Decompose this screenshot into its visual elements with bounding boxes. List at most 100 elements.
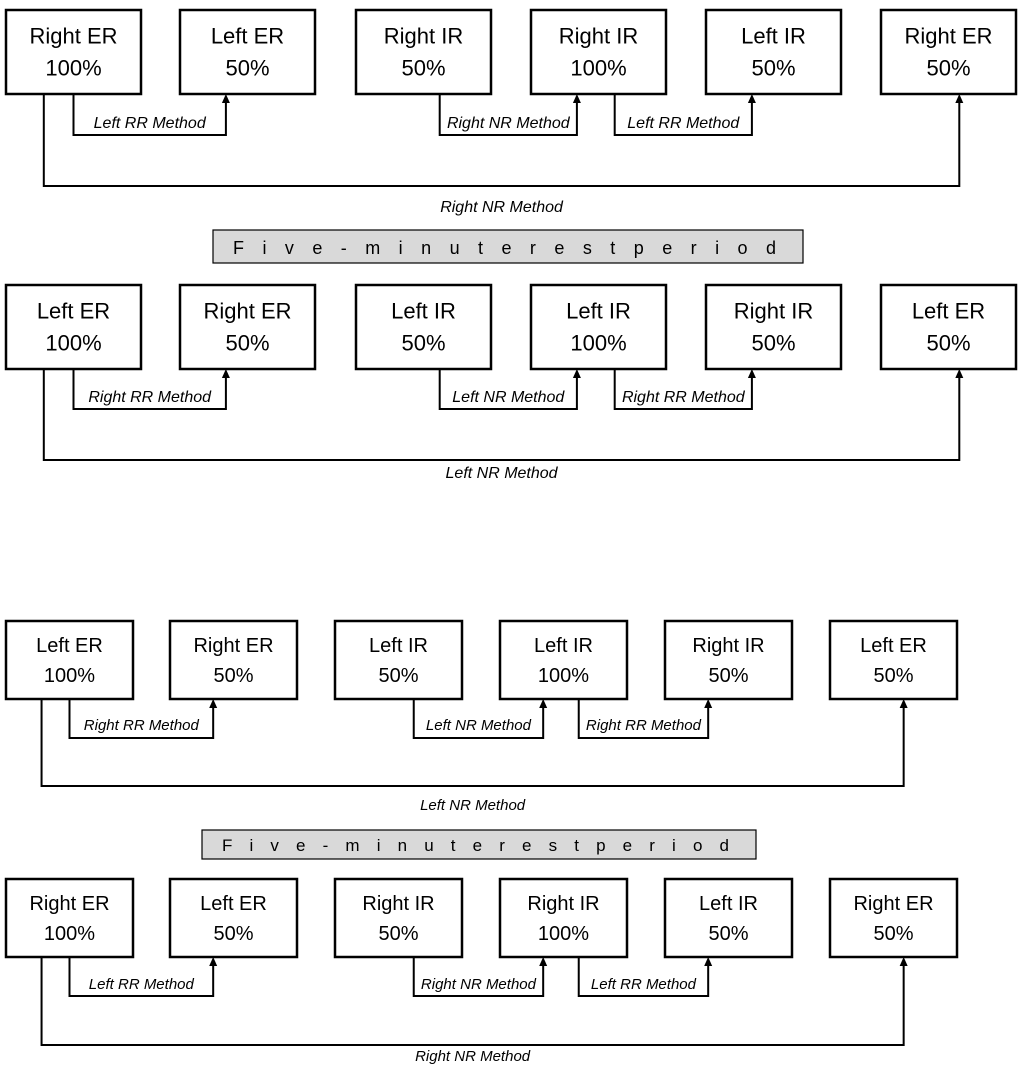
method-label: Left NR Method	[452, 389, 565, 406]
connector-line	[40, 699, 905, 787]
condition-box-line2: 50%	[926, 331, 970, 356]
connector-line	[577, 699, 710, 739]
condition-box-line2: 50%	[926, 56, 970, 81]
method-label: Left NR Method	[426, 717, 532, 734]
short-method-connector: Right RR Method	[577, 699, 713, 739]
method-label: Right RR Method	[88, 389, 212, 406]
connector-line	[438, 94, 578, 136]
condition-box-line2: 100%	[570, 56, 626, 81]
condition-box-border	[498, 619, 629, 701]
short-method-connector: Right NR Method	[438, 94, 581, 136]
method-label: Right NR Method	[447, 115, 571, 132]
short-method-connector: Right RR Method	[68, 699, 218, 739]
connector-line	[577, 957, 710, 997]
condition-box-line1: Right ER	[203, 299, 291, 324]
condition-box-line1: Left ER	[860, 635, 927, 657]
method-label: Left NR Method	[420, 797, 526, 814]
condition-box-line2: 50%	[378, 665, 418, 687]
condition-box-border	[828, 877, 959, 959]
condition-box-line1: Left IR	[566, 299, 631, 324]
condition-box-line1: Right IR	[362, 893, 434, 915]
arrowhead	[955, 369, 964, 378]
condition-box-line2: 100%	[44, 665, 95, 687]
condition-box-border	[828, 619, 959, 701]
condition-box-border	[704, 8, 843, 96]
connector-line	[72, 94, 227, 136]
condition-box-border	[333, 619, 464, 701]
rest-period-label: F i v e - m i n u t e r e s t p e r i o …	[233, 238, 783, 258]
connector-line	[40, 957, 905, 1046]
arrowhead	[899, 957, 908, 966]
condition-box-line1: Left ER	[912, 299, 985, 324]
condition-box-line2: 100%	[44, 923, 95, 945]
condition-box: Left ER 50%	[879, 283, 1018, 371]
condition-box-border	[333, 877, 464, 959]
condition-box-line1: Left ER	[36, 635, 103, 657]
condition-box-border	[879, 283, 1018, 371]
connector-line	[613, 94, 753, 136]
condition-box-line1: Left ER	[37, 299, 110, 324]
condition-box-line2: 100%	[45, 56, 101, 81]
connector-line	[412, 957, 545, 997]
condition-box-line1: Right IR	[692, 635, 764, 657]
condition-box-line1: Right IR	[734, 299, 813, 324]
condition-box: Left ER 100%	[4, 619, 135, 701]
short-method-connector: Left RR Method	[577, 957, 713, 997]
condition-box-line2: 50%	[751, 56, 795, 81]
condition-box-border	[168, 877, 299, 959]
method-label: Right NR Method	[440, 199, 564, 216]
condition-box-border	[529, 8, 668, 96]
long-method-connector: Left NR Method	[40, 699, 908, 814]
condition-box-line1: Left IR	[534, 635, 593, 657]
rest-period-box	[201, 829, 757, 860]
long-method-connector: Right NR Method	[42, 94, 964, 216]
condition-box-line1: Right IR	[559, 24, 638, 49]
arrowhead	[572, 94, 581, 103]
condition-box-line2: 50%	[401, 56, 445, 81]
condition-box: Left ER 50%	[178, 8, 317, 96]
connector-line	[412, 699, 545, 739]
condition-box-border	[168, 619, 299, 701]
method-label: Left RR Method	[591, 976, 697, 993]
short-method-connector: Left RR Method	[72, 94, 230, 136]
condition-box: Right ER 100%	[4, 877, 135, 959]
condition-box-line2: 50%	[225, 56, 269, 81]
arrowhead	[704, 699, 713, 708]
method-label: Left RR Method	[89, 976, 195, 993]
condition-box-line2: 50%	[225, 331, 269, 356]
condition-box-line2: 100%	[570, 331, 626, 356]
condition-box-line1: Right ER	[904, 24, 992, 49]
condition-box-line1: Right ER	[29, 893, 109, 915]
short-method-connector: Left NR Method	[438, 369, 581, 410]
condition-box-line1: Left ER	[200, 893, 267, 915]
condition-box-line1: Left ER	[211, 24, 284, 49]
method-label: Right RR Method	[586, 717, 702, 734]
short-method-connector: Left RR Method	[613, 94, 756, 136]
arrowhead	[747, 94, 756, 103]
short-method-connector: Right RR Method	[613, 369, 756, 410]
long-method-connector: Right NR Method	[40, 957, 908, 1065]
condition-box-line1: Right IR	[527, 893, 599, 915]
condition-box-border	[178, 8, 317, 96]
arrowhead	[221, 369, 230, 378]
condition-box: Left IR 50%	[333, 619, 464, 701]
condition-box-border	[663, 619, 794, 701]
condition-box-line2: 50%	[873, 923, 913, 945]
condition-box-border	[498, 877, 629, 959]
connector-line	[42, 94, 961, 187]
condition-box-line1: Left IR	[369, 635, 428, 657]
method-label: Left RR Method	[627, 115, 740, 132]
condition-box: Left ER 100%	[4, 283, 143, 371]
condition-box-line2: 50%	[873, 665, 913, 687]
condition-box-line2: 100%	[45, 331, 101, 356]
